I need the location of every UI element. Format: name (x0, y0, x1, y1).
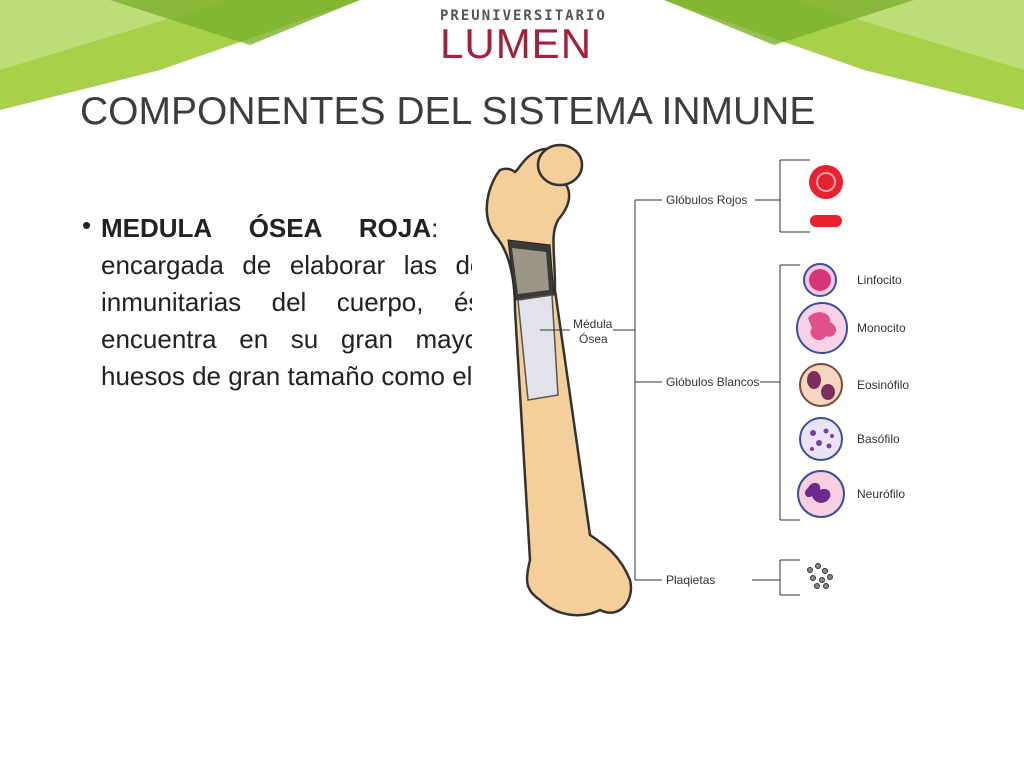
marrow-label-2: Ósea (579, 331, 608, 346)
bullet-block: • MEDULA ÓSEA ROJA: es la encargada de e… (82, 210, 472, 470)
group-label-red: Glóbulos Rojos (666, 193, 747, 207)
white-cell-label-1: Linfocito (857, 273, 902, 287)
logo-top-text: PREUNIVERSITARIO (440, 8, 607, 24)
eosinophil-icon (799, 363, 843, 407)
monocyte-icon (796, 302, 848, 354)
white-cell-label-4: Basófilo (857, 432, 900, 446)
lymphocyte-icon (803, 263, 837, 297)
femur-bone-icon (485, 143, 633, 617)
corner-decoration-left (0, 0, 360, 110)
platelets-icon (807, 563, 833, 589)
marrow-label-1: Médula (573, 317, 613, 331)
red-blood-cell-icon (809, 165, 843, 227)
bullet-paragraph: MEDULA ÓSEA ROJA: es la encargada de ela… (101, 210, 472, 395)
group-label-platelets: Plaqietas (666, 573, 715, 587)
white-cell-label-3: Eosinófilo (857, 378, 909, 392)
bullet-term: MEDULA ÓSEA ROJA (101, 213, 432, 243)
corner-decoration-right (664, 0, 1024, 110)
bone-marrow-diagram: Médula Ósea Glóbulos Rojos Glóbulos Blan… (485, 143, 909, 617)
basophil-icon (799, 417, 843, 461)
white-cell-label-2: Monocito (857, 321, 906, 335)
group-label-white: Glóbulos Blancos (666, 375, 759, 389)
bullet-text: : es la encargada de elaborar las defens… (101, 213, 472, 391)
slide-title: COMPONENTES DEL SISTEMA INMUNE (80, 90, 816, 133)
white-cell-label-5: Neurófilo (857, 487, 905, 501)
bullet-point: • (82, 210, 92, 240)
neutrophil-icon (797, 470, 845, 518)
logo-main-text: LUMEN (440, 20, 593, 67)
brand-logo: PREUNIVERSITARIO LUMEN (440, 8, 607, 67)
